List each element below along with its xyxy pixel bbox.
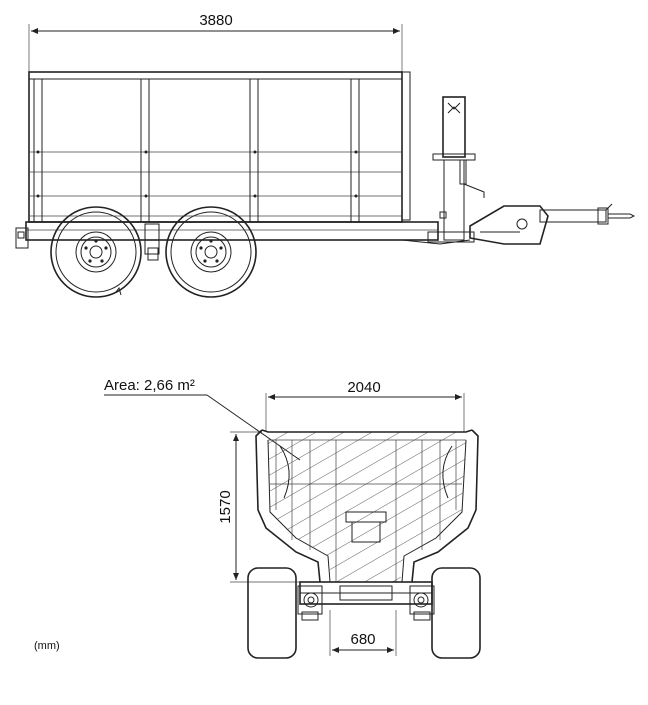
- height-dimension: 1570: [217, 431, 300, 583]
- length-dimension-label: 3880: [199, 12, 232, 29]
- rear-tyre-left: [247, 567, 297, 659]
- chassis-frame: [15, 221, 471, 261]
- rear-axle: [297, 581, 435, 621]
- track-dimension: 680: [329, 610, 397, 656]
- width-dimension: 2040: [265, 379, 465, 432]
- valve-icon: [115, 286, 122, 296]
- area-callout-label: Area: 2,66 m²: [104, 377, 195, 394]
- track-dimension-label: 680: [350, 631, 375, 648]
- rear-tyre-right: [431, 567, 481, 659]
- drawbar: [469, 203, 636, 245]
- side-view: 3880: [15, 12, 636, 298]
- units-note: (mm): [34, 640, 60, 652]
- wheel-rear: [165, 206, 257, 298]
- trailer-body: [28, 71, 411, 223]
- rear-bin-outline: [255, 429, 479, 583]
- rear-view: Area: 2,66 m² 2040 1570: [104, 377, 481, 659]
- crane-stand: [427, 96, 485, 243]
- wheel-front: [50, 206, 142, 298]
- length-dimension: 3880: [28, 12, 403, 72]
- width-dimension-label: 2040: [347, 379, 380, 396]
- height-dimension-label: 1570: [217, 490, 234, 523]
